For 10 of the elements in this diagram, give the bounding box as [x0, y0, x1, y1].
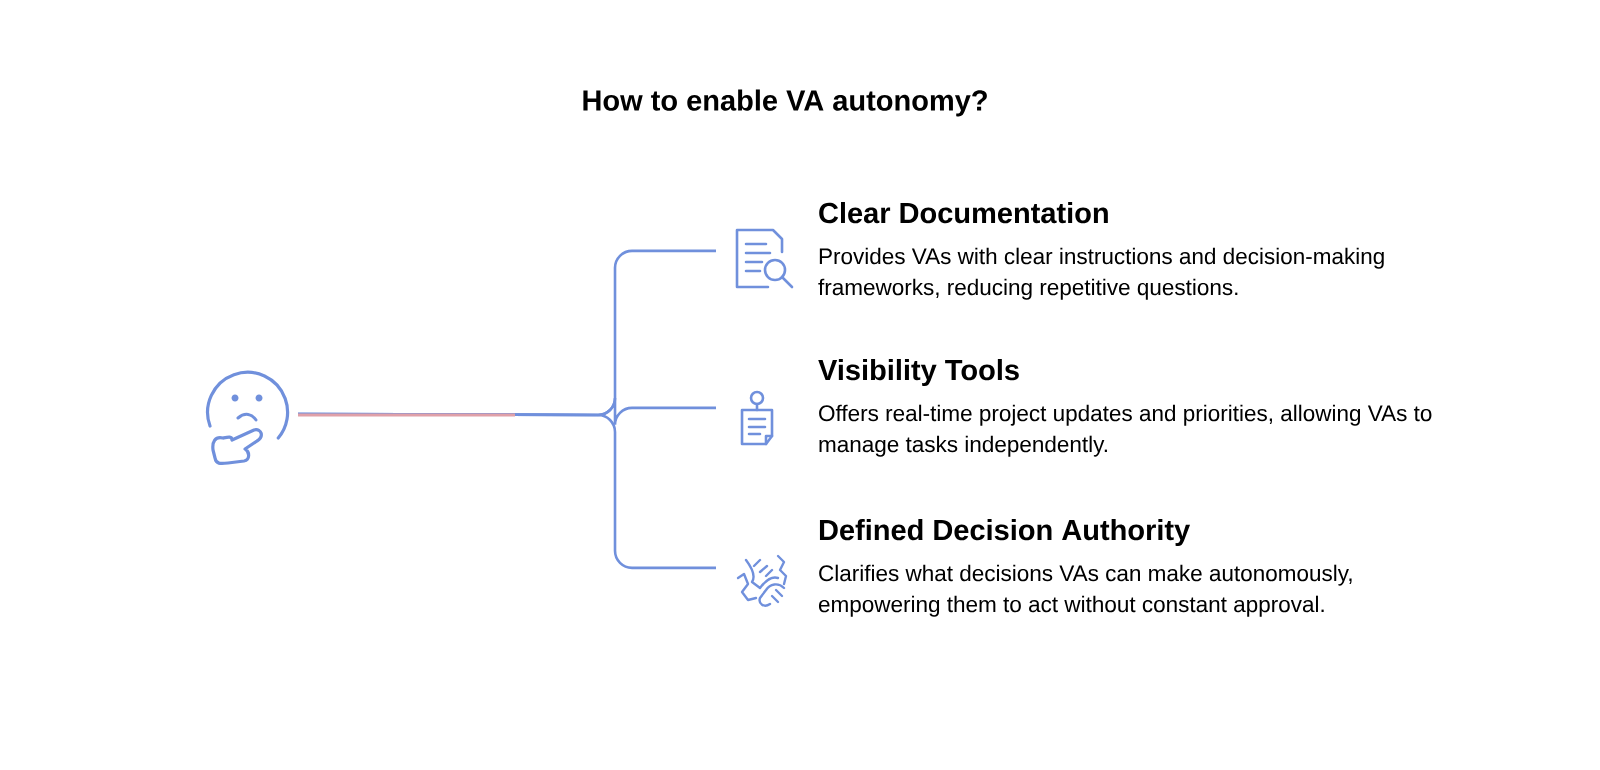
item-description: Offers real-time project updates and priorities, allowing VAs to manage tasks independently.: [819, 404, 1432, 457]
connector-line: [298, 413, 515, 417]
item-description: Provides VAs with clear instructions and decision-making frameworks, reducing repetitive questions.: [818, 247, 1384, 300]
connector-line: [298, 412, 716, 570]
item-heading: Visibility Tools: [818, 359, 1019, 387]
item-heading: Clear Documentation: [819, 202, 1108, 224]
item-heading: Defined Decision Authority: [819, 519, 1191, 547]
title: How to enable VA autonomy?: [583, 89, 987, 117]
thinking-face-drawing: [206, 370, 290, 466]
item-description: Clarifies what decisions VAs can make autonomously, empowering them to act without constant approval.: [818, 564, 1352, 617]
